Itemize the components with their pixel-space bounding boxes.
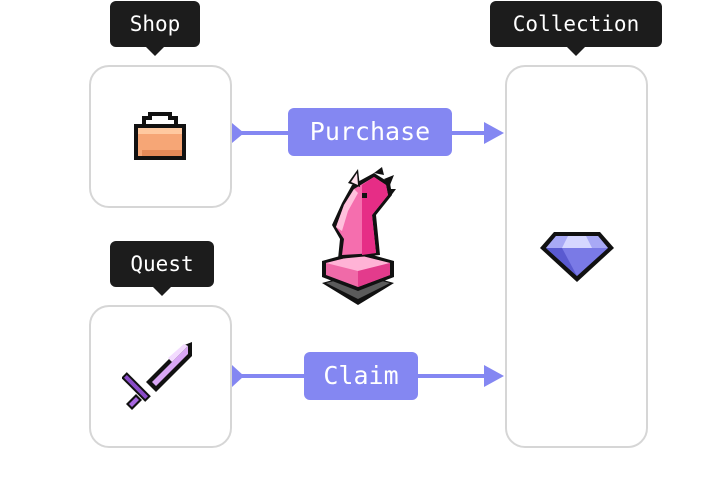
collection-tooltip: Collection [490,1,662,56]
pink-unicorn-chess-knight-icon [322,167,396,305]
shop-card[interactable] [89,65,232,208]
sword-icon [122,342,192,410]
quest-tooltip: Quest [110,241,214,296]
claim-label: Claim [304,352,418,400]
diamond-gem-icon [540,232,614,282]
shopping-bag-icon [134,112,186,160]
purchase-label: Purchase [288,108,452,156]
shop-tooltip: Shop [110,1,200,56]
